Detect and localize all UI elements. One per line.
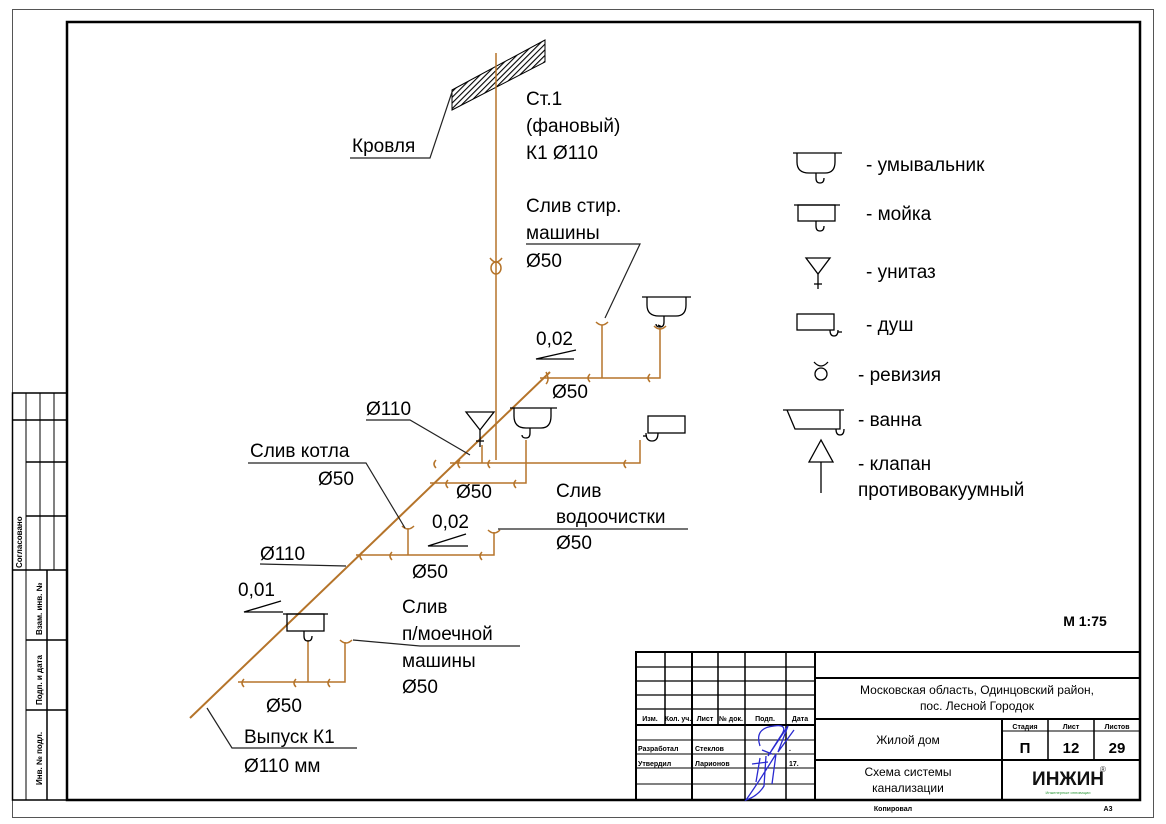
bathtub-icon	[783, 409, 845, 436]
signature-developer	[757, 725, 795, 757]
legend-air-valve-label-1: - клапан	[858, 454, 931, 475]
company-logo: ИНЖИН	[1032, 769, 1104, 790]
dish-label-1: Слив	[402, 597, 448, 618]
company-logo-mark: ®	[1100, 765, 1106, 774]
stamp-inv-replace-label: Взам. инв. №	[35, 582, 44, 635]
dish-label-3: машины	[402, 651, 476, 672]
water-label-1: Слив	[556, 481, 602, 502]
washer-label-3: Ø50	[526, 251, 562, 272]
header-sheet: Лист	[697, 716, 714, 723]
header-qty: Кол. уч.	[665, 716, 692, 723]
header-sign: Подп.	[755, 716, 775, 723]
dish-label-2: п/моечной	[402, 624, 493, 645]
water-label-3: Ø50	[556, 533, 592, 554]
name-approver: Ларионов	[695, 761, 730, 768]
main-collector-pipe	[189, 371, 551, 719]
legend-revision-label: - ревизия	[858, 365, 941, 386]
role-approver: Утвердил	[638, 761, 671, 768]
slope-low-label: 0,01	[238, 580, 275, 601]
date-developer: .	[789, 746, 791, 753]
date-approver: 17.	[789, 761, 799, 768]
name-developer: Стеклов	[695, 746, 725, 753]
sheets-label: Листов	[1104, 724, 1130, 731]
lower-mid-branch	[356, 525, 501, 561]
legend-sink-label: - мойка	[866, 204, 932, 225]
water-label-2: водоочистки	[556, 507, 665, 528]
revision-icon	[813, 361, 829, 381]
boiler-label-1: Слив котла	[250, 441, 350, 462]
stage-value: П	[1020, 740, 1031, 757]
riser-pipe	[489, 53, 503, 460]
object-name: Жилой дом	[876, 733, 940, 747]
title-block: Изм. Кол. уч. Лист № док. Подп. Дата Раз…	[635, 651, 1141, 813]
outlet-label-2: Ø110 мм	[244, 756, 320, 777]
scale-label: М 1:75	[1063, 613, 1107, 629]
d50-top-label: Ø50	[552, 382, 588, 403]
roof-label: Кровля	[352, 136, 415, 157]
d50-mid-label: Ø50	[456, 482, 492, 503]
role-developer: Разработал	[638, 745, 678, 753]
legend-washbasin-label: - умывальник	[866, 155, 985, 176]
sheet-label: Лист	[1063, 724, 1080, 731]
signature-approver	[744, 753, 777, 802]
sheet-value: 12	[1063, 740, 1080, 757]
stamp-inv-orig-label: Инв. № подл.	[35, 732, 44, 785]
sheet-title-line-2: канализации	[872, 781, 944, 795]
dish-label-4: Ø50	[402, 677, 438, 698]
legend-bathtub-label: - ванна	[858, 410, 922, 431]
roof-section: Кровля	[350, 39, 546, 159]
legend: - умывальник - мойка - унитаз - душ - ре…	[783, 152, 1024, 501]
legend-air-valve-label-2: противовакуумный	[858, 480, 1024, 501]
legend-shower-label: - душ	[866, 315, 913, 336]
header-date: Дата	[792, 716, 808, 723]
riser-label-3: К1 Ø110	[526, 143, 598, 164]
boiler-label-2: Ø50	[318, 469, 354, 490]
toilet-icon	[804, 257, 832, 289]
washbasin-icon	[793, 152, 842, 184]
washer-label-2: машины	[526, 223, 600, 244]
riser-label-2: (фановый)	[526, 116, 620, 137]
sheet-title-line-1: Схема системы	[864, 765, 951, 779]
outlet-label-1: Выпуск К1	[244, 727, 335, 748]
shower-icon	[796, 313, 842, 337]
d110-low-label: Ø110	[260, 544, 305, 565]
stage-label: Стадия	[1012, 724, 1037, 731]
stamp-sign-date-label: Подп. и дата	[35, 655, 44, 705]
d50-bottom-label: Ø50	[266, 696, 302, 717]
format-label: А3	[1104, 806, 1113, 813]
middle-branch	[430, 407, 686, 489]
address-line-1: Московская область, Одинцовский район,	[860, 683, 1094, 697]
bottom-branch	[238, 613, 353, 688]
washer-label-1: Слив стир.	[526, 196, 621, 217]
side-stamp: Согласовано Взам. инв. № Подп. и дата Ин…	[11, 392, 68, 801]
copied-label: Копировал	[874, 806, 912, 813]
riser-label-1: Ст.1	[526, 89, 562, 110]
company-logo-subtitle: Инженерные инновации	[1045, 790, 1090, 795]
legend-toilet-label: - унитаз	[866, 262, 936, 283]
air-valve-icon	[807, 438, 835, 493]
sink-icon	[794, 204, 840, 232]
header-doc: № док.	[719, 715, 743, 723]
d50-lowmid-label: Ø50	[412, 562, 448, 583]
address-line-2: пос. Лесной Городок	[920, 699, 1035, 713]
slope-top-label: 0,02	[536, 329, 573, 350]
header-change: Изм.	[642, 716, 658, 723]
sheets-value: 29	[1109, 740, 1126, 757]
d110-mid-label: Ø110	[366, 399, 411, 420]
upper-branch	[540, 296, 691, 385]
slope-mid-label: 0,02	[432, 512, 469, 533]
stamp-agreed-label: Согласовано	[15, 516, 24, 568]
